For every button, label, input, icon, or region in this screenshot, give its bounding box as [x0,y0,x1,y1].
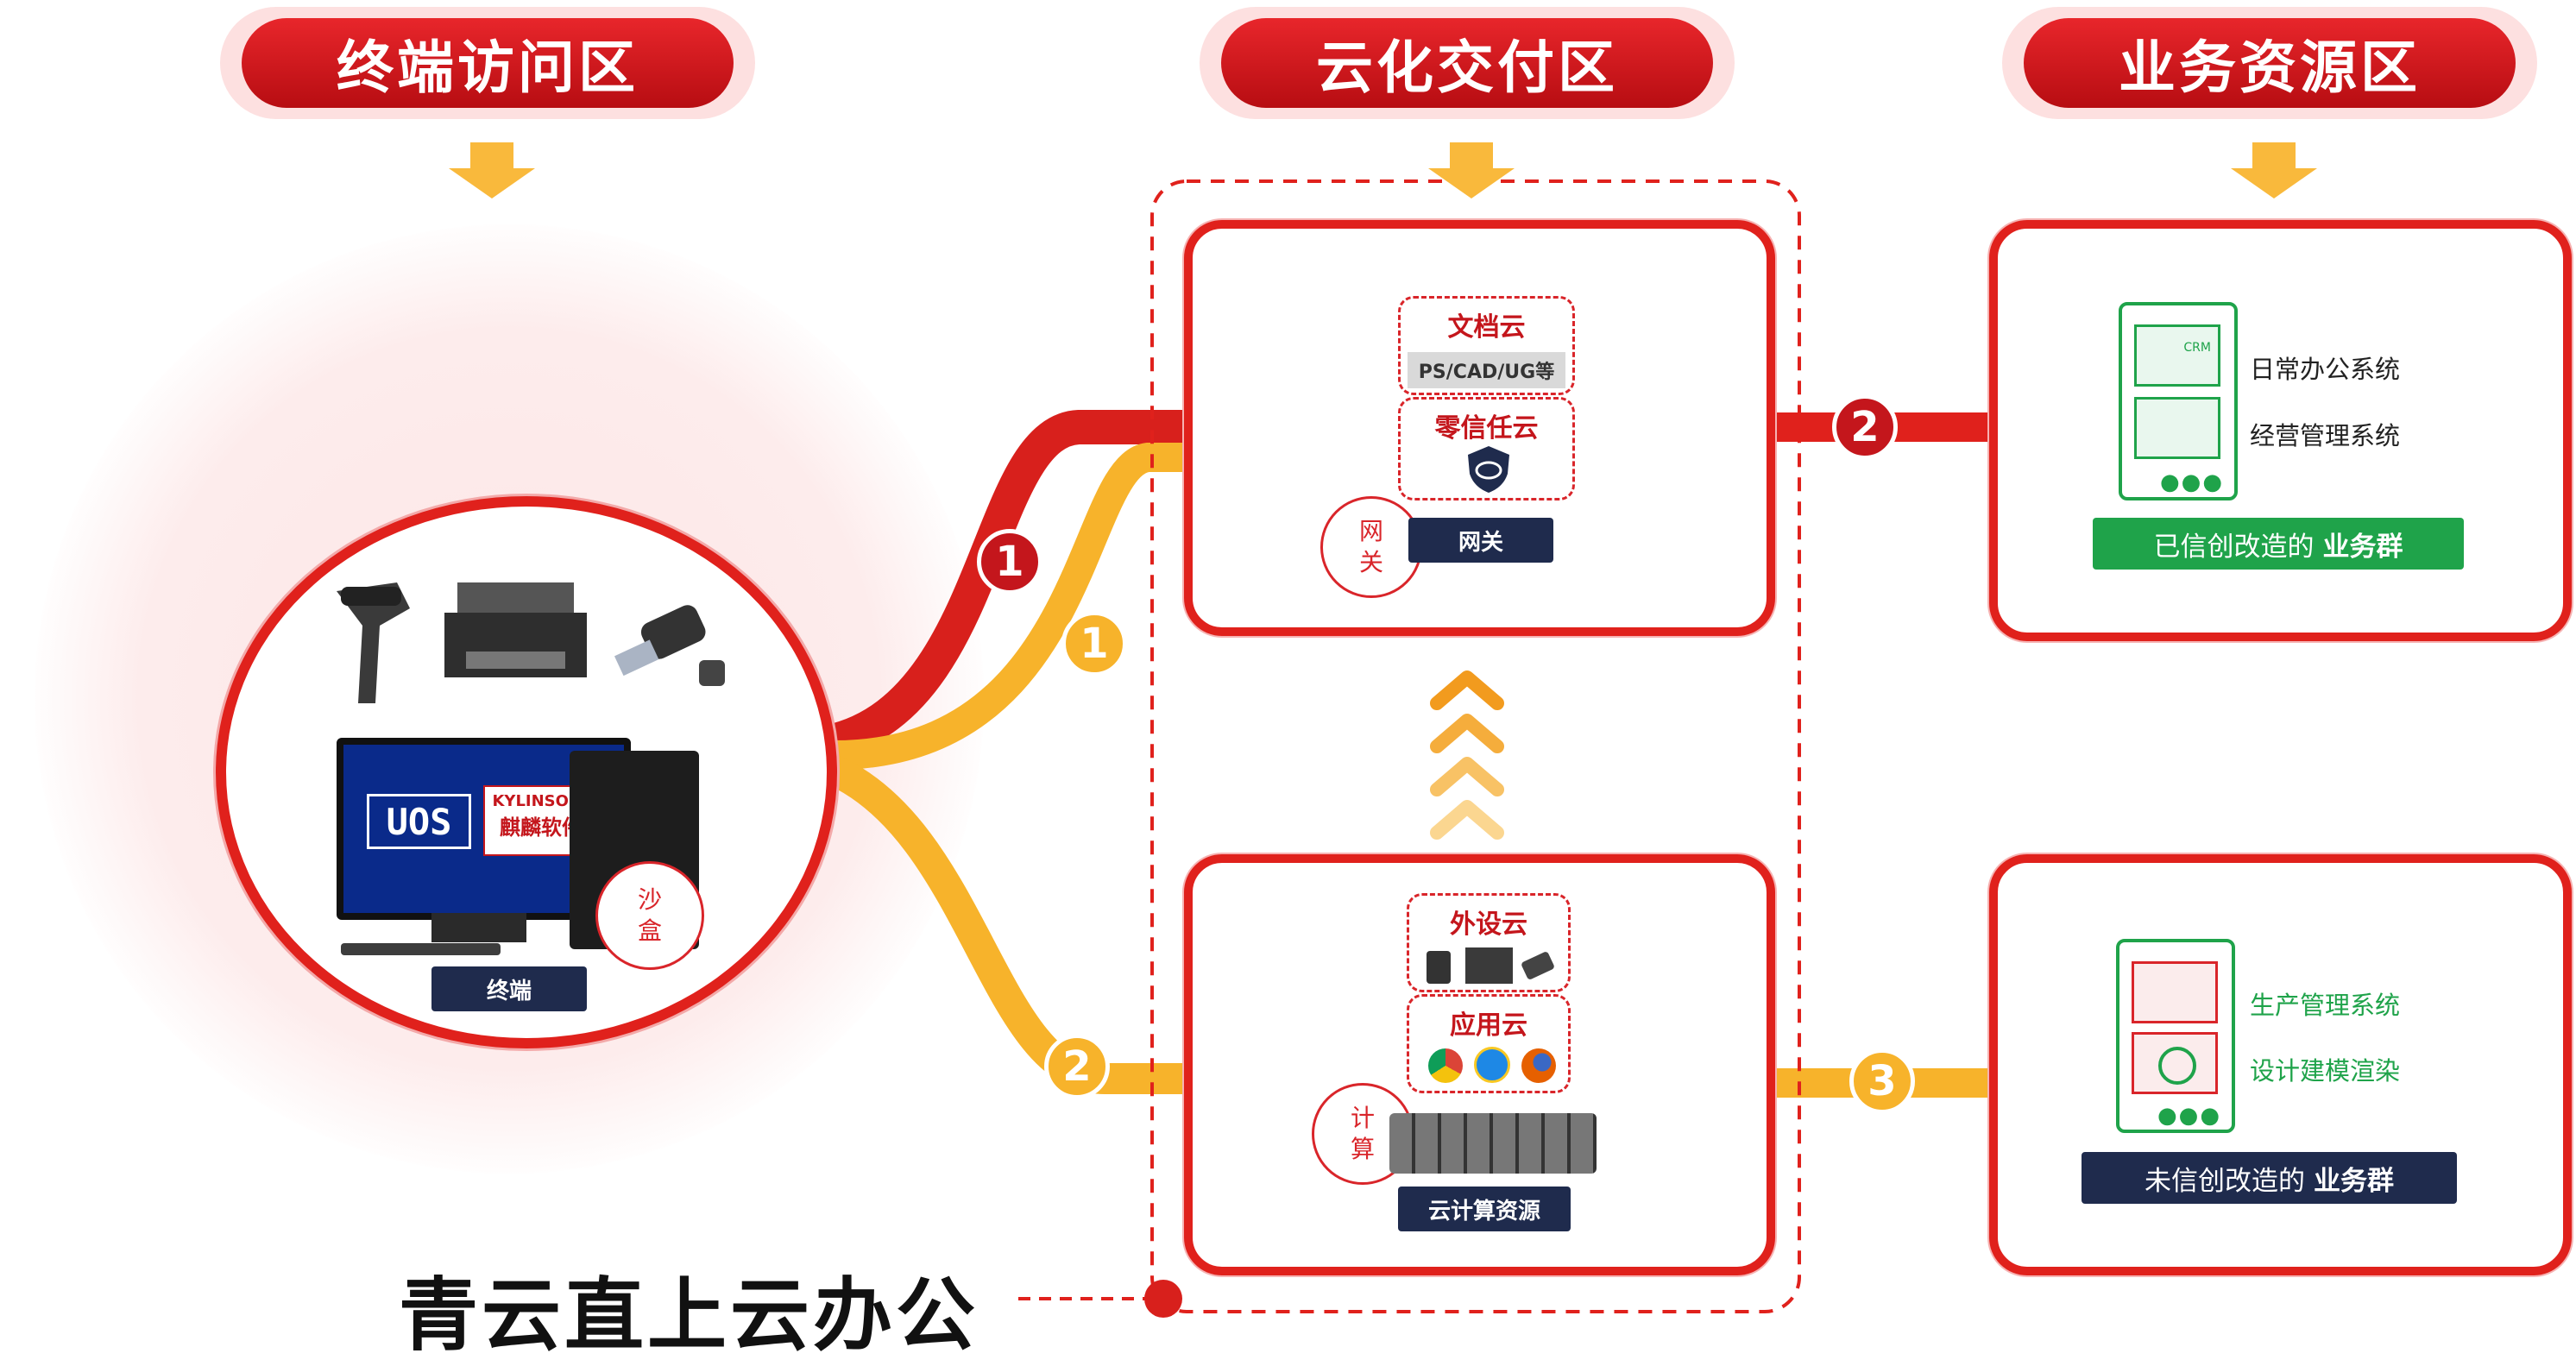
gateway-char-1: 网 [1358,516,1383,545]
app-cloud-title: 应用云 [1450,1010,1527,1041]
business-top-bar-bold: 业务群 [2322,531,2403,563]
peripheral-icons [1427,947,1556,985]
zone-business-pill: 业务资源区 [2002,7,2537,119]
sandbox-char-2: 盒 [637,916,662,945]
business-top-bar: 已信创改造的 业务群 [2093,518,2464,570]
server-rack-icon [1389,1113,1597,1174]
business-bottom-card [1989,854,2572,1275]
zone-terminal-pill: 终端访问区 [220,7,755,119]
sandbox-circle: 沙 盒 [595,861,704,970]
info-circle [2158,1047,2196,1085]
compute-char-1: 计 [1350,1103,1375,1132]
badge-red-2: 2 [1832,394,1898,460]
business-top-item-1: 日常办公系统 [2250,355,2401,384]
compute-char-2: 算 [1350,1135,1375,1163]
barcode-scanner-icon [337,582,410,703]
badge-red-1: 1 [977,529,1042,595]
zero-trust-title: 零信任云 [1434,413,1539,444]
usb-mini-icon [1520,950,1556,981]
business-top-item-2: 经营管理系统 [2250,421,2401,450]
phone-frame-top: CRM ●●● [2119,302,2238,500]
business-top-bar-normal: 已信创改造的 [2153,531,2315,563]
business-bottom-item-1: 生产管理系统 [2250,991,2401,1020]
uos-logo: UOS [367,794,471,849]
business-bottom-bar: 未信创改造的 业务群 [2082,1152,2457,1204]
gateway-circle: 网 关 [1320,496,1422,598]
up-chevrons [1430,670,1504,840]
badge-yellow-1: 1 [1061,611,1127,677]
zone-cloud-title: 云化交付区 [1220,18,1714,108]
terminal-label: 终端 [431,966,587,1011]
sandbox-char-1: 沙 [637,884,662,914]
keyboard-icon [341,943,501,955]
badge-yellow-3: 3 [1849,1048,1915,1114]
gateway-char-2: 关 [1358,548,1383,576]
scanner-mini-icon [1427,951,1451,984]
business-bottom-item-2: 设计建模渲染 [2250,1056,2401,1086]
firefox-icon [1521,1048,1556,1083]
badge-yellow-2: 2 [1044,1034,1110,1099]
peripheral-cloud-tag: 外设云 [1407,893,1571,992]
gateway-label: 网关 [1408,518,1553,563]
app-cloud-tag: 应用云 [1407,994,1571,1093]
doc-cloud-title: 文档云 [1447,312,1526,343]
zone-business-title: 业务资源区 [2023,18,2516,108]
business-bottom-bar-bold: 业务群 [2314,1165,2394,1197]
ie-icon [1474,1047,1510,1083]
printer-mini-icon [1465,947,1513,984]
crm-text: CRM [2183,341,2211,355]
database-icon [2134,397,2220,459]
shield-icon [1468,446,1509,493]
monitor-stand [431,913,526,942]
doc-cloud-sub: PS/CAD/UG等 [1408,352,1565,388]
zero-trust-tag: 零信任云 [1398,397,1575,500]
more-dots-top: ●●● [2160,469,2225,495]
phone-frame-bottom: ●●● [2116,939,2235,1133]
business-bottom-bar-normal: 未信创改造的 [2145,1165,2305,1197]
footer-title: 青云直上云办公 [399,1269,979,1362]
chrome-icon [1428,1048,1463,1083]
kylin-logo-bottom: 麒麟软件 [500,815,583,840]
network-icon [2132,961,2218,1023]
printer-icon [444,582,587,677]
zone-terminal-title: 终端访问区 [241,18,734,108]
crm-icon: CRM [2134,324,2220,387]
kylin-logo-top: KYLINSOFT [492,792,590,810]
more-dots-bottom: ●●● [2157,1103,2222,1129]
info-icon [2132,1032,2218,1094]
peripheral-cloud-title: 外设云 [1450,910,1527,940]
zone-cloud-pill: 云化交付区 [1200,7,1735,119]
business-top-card [1989,220,2572,641]
doc-cloud-tag: 文档云 PS/CAD/UG等 [1398,296,1575,395]
compute-label: 云计算资源 [1398,1187,1571,1231]
usb-key-icon [614,605,725,686]
